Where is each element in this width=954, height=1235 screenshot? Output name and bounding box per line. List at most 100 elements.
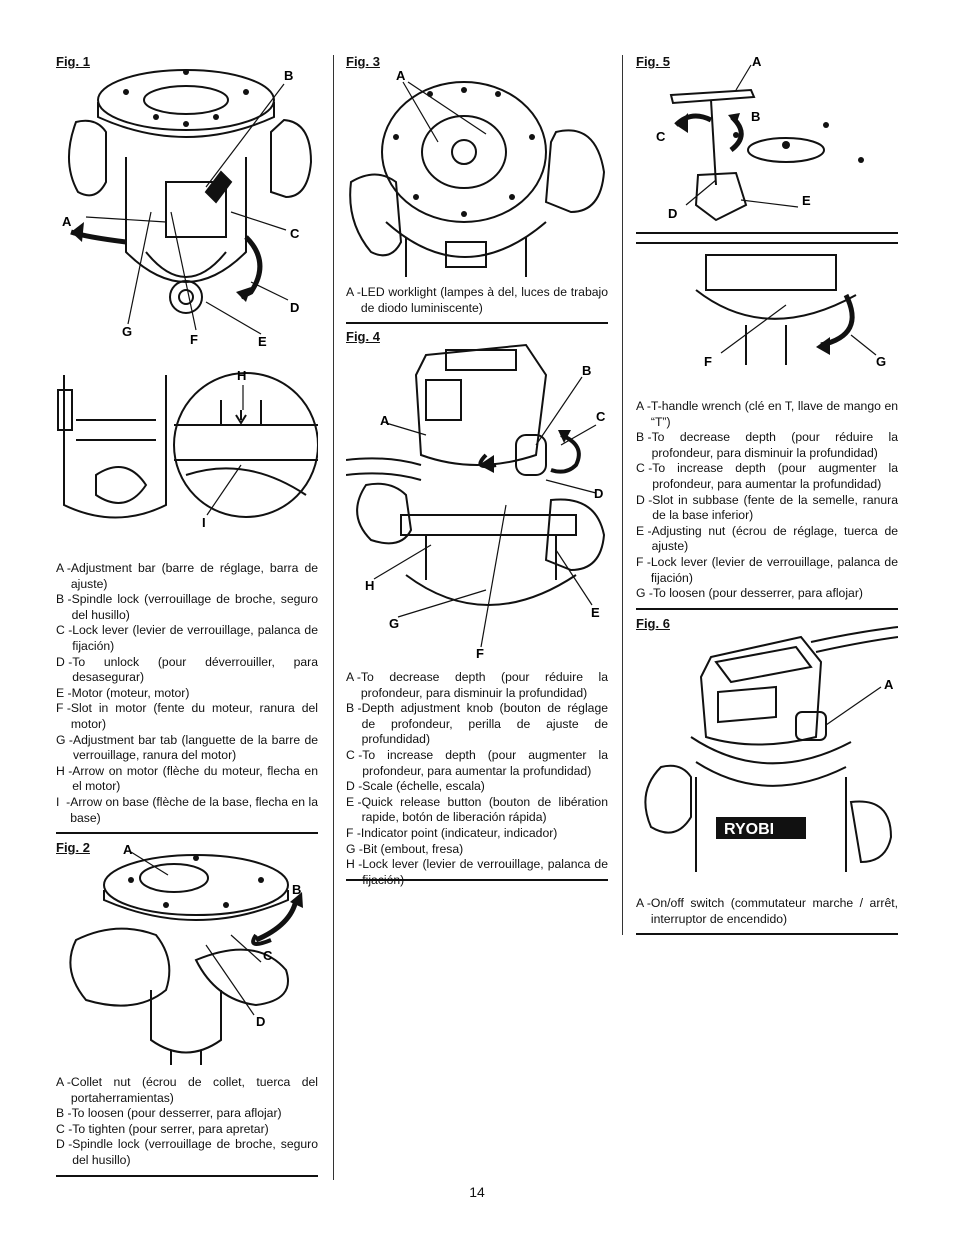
fig3-divider: [346, 322, 608, 324]
fig4-legend: A -To decrease depth (pour réduire la pr…: [346, 670, 608, 888]
legend-text: Lock lever (levier de verrouillage, pala…: [650, 554, 898, 585]
legend-text: Spindle lock (verrouillage de broche, se…: [71, 592, 318, 622]
legend-item: E -Adjusting nut (écrou de réglage, tuer…: [636, 524, 898, 555]
legend-key: G -: [56, 732, 73, 747]
legend-key: B -: [56, 1106, 72, 1121]
legend-item: F -Lock lever (levier de verrouillage, p…: [636, 555, 898, 586]
legend-key: H -: [56, 763, 73, 778]
legend-key: E -: [346, 794, 362, 809]
fig3-legend: A -LED worklight (lampes à del, luces de…: [346, 285, 608, 316]
fig2-legend: A -Collet nut (écrou de collet, tuerca d…: [56, 1075, 318, 1169]
legend-key: D -: [346, 779, 363, 794]
page-number: 14: [469, 1184, 485, 1200]
legend-key: C -: [56, 623, 73, 638]
legend-item: C -To increase depth (pour augmenter la …: [346, 748, 608, 779]
legend-text: Arrow on motor (flèche du moteur, flecha…: [72, 763, 318, 794]
legend-item: I -Arrow on base (flèche de la base, fle…: [56, 795, 318, 826]
legend-item: A -On/off switch (commutateur marche / a…: [636, 896, 898, 927]
legend-text: Motor (moteur, motor): [71, 685, 190, 700]
legend-item: A -Adjustment bar (barre de réglage, bar…: [56, 561, 318, 592]
fig1-callout-e: E: [258, 334, 267, 349]
legend-text: Indicator point (indicateur, indicador): [360, 825, 558, 840]
legend-text: LED worklight (lampes à del, luces de tr…: [360, 285, 608, 315]
legend-key: G -: [346, 841, 363, 856]
fig1-callout-i: I: [202, 515, 206, 530]
fig1-divider: [56, 832, 318, 834]
fig1-router-illustration: A B C D E F G: [62, 68, 313, 349]
legend-key: E -: [56, 685, 72, 700]
fig1-title: Fig. 1: [56, 54, 90, 69]
fig5-router-illustration: A B C D E F G: [636, 55, 898, 369]
fig5-divider: [636, 608, 898, 610]
fig5-callout-f: F: [704, 354, 712, 369]
legend-item: G -Adjustment bar tab (languette de la b…: [56, 733, 318, 764]
legend-key: A -: [56, 1075, 71, 1089]
legend-item: C -To increase depth (pour augmenter la …: [636, 461, 898, 492]
legend-text: To unlock (pour déverrouiller, para desa…: [72, 654, 318, 685]
legend-key: B -: [56, 592, 72, 607]
legend-key: H -: [346, 857, 363, 872]
legend-key: I -: [56, 794, 71, 809]
fig5-legend: A -T-handle wrench (clé en T, llave de m…: [636, 399, 898, 602]
legend-text: Adjustment bar tab (languette de la barr…: [72, 732, 318, 763]
fig1-detail-illustration: H I: [57, 368, 318, 530]
fig6-brand-badge: [716, 817, 806, 839]
fig4-callout-a: A: [380, 413, 390, 428]
fig1-callout-c: C: [290, 226, 300, 241]
legend-key: C -: [56, 1121, 73, 1136]
legend-item: G -To loosen (pour desserrer, para afloj…: [636, 586, 898, 602]
fig5-callout-g: G: [876, 354, 886, 369]
legend-item: B -Spindle lock (verrouillage de broche,…: [56, 592, 318, 623]
legend-item: B -To loosen (pour desserrer, para afloj…: [56, 1106, 318, 1122]
legend-item: H -Lock lever (levier de verrouillage, p…: [346, 857, 608, 888]
legend-item: H -Arrow on motor (flèche du moteur, fle…: [56, 764, 318, 795]
legend-item: C -Lock lever (levier de verrouillage, p…: [56, 623, 318, 654]
fig2-router-illustration: A B C D: [69, 842, 303, 1065]
legend-item: C -To tighten (pour serrer, para apretar…: [56, 1122, 318, 1138]
fig4-callout-h: H: [365, 578, 374, 593]
legend-key: D -: [636, 492, 653, 507]
fig3-router-illustration: A: [349, 68, 606, 277]
legend-key: D -: [56, 1137, 73, 1152]
fig4-callout-d: D: [594, 486, 603, 501]
legend-key: D -: [56, 654, 73, 669]
fig1-callout-h: H: [237, 368, 246, 383]
legend-text: Collet nut (écrou de collet, tuerca del …: [70, 1075, 318, 1105]
legend-text: Slot in subbase (fente de la semelle, ra…: [652, 492, 898, 523]
fig2-title: Fig. 2: [56, 840, 90, 855]
fig2-callout-c: C: [263, 948, 273, 963]
fig6-title: Fig. 6: [636, 616, 670, 631]
legend-text: Lock lever (levier de verrouillage, pala…: [362, 857, 608, 887]
legend-item: D -Slot in subbase (fente de la semelle,…: [636, 493, 898, 524]
legend-key: C -: [636, 461, 653, 476]
fig4-title: Fig. 4: [346, 329, 380, 344]
legend-key: F -: [346, 825, 361, 840]
legend-item: A -To decrease depth (pour réduire la pr…: [346, 670, 608, 701]
legend-text: Adjustment bar (barre de réglage, barra …: [70, 561, 318, 591]
column-divider-2: [622, 55, 623, 935]
fig4-callout-b: B: [582, 363, 591, 378]
fig5-callout-c: C: [656, 129, 666, 144]
fig1-callout-g: G: [122, 324, 132, 339]
legend-key: G -: [636, 586, 653, 601]
legend-text: To loosen (pour desserrer, para aflojar): [652, 586, 863, 601]
fig1-callout-b: B: [284, 68, 293, 83]
legend-text: To decrease depth (pour réduire la profo…: [651, 430, 898, 460]
fig1-callout-f: F: [190, 332, 198, 347]
legend-key: B -: [636, 430, 652, 445]
legend-key: A -: [346, 285, 361, 299]
legend-item: F -Slot in motor (fente du moteur, ranur…: [56, 701, 318, 732]
legend-item: E -Quick release button (bouton de libér…: [346, 795, 608, 826]
legend-key: A -: [346, 670, 361, 684]
fig4-callout-g: G: [389, 616, 399, 631]
legend-text: On/off switch (commutateur marche / arrê…: [650, 896, 898, 926]
legend-text: Depth adjustment knob (bouton de réglage…: [361, 701, 608, 747]
fig5-callout-a: A: [752, 55, 762, 69]
legend-item: A -T-handle wrench (clé en T, llave de m…: [636, 399, 898, 430]
legend-text: Slot in motor (fente du moteur, ranura d…: [70, 701, 318, 731]
fig5-title: Fig. 5: [636, 54, 670, 69]
legend-text: Spindle lock (verrouillage de broche, se…: [72, 1137, 318, 1167]
fig5-callout-d: D: [668, 206, 677, 221]
legend-key: E -: [636, 523, 652, 538]
legend-item: E -Motor (moteur, motor): [56, 686, 318, 702]
